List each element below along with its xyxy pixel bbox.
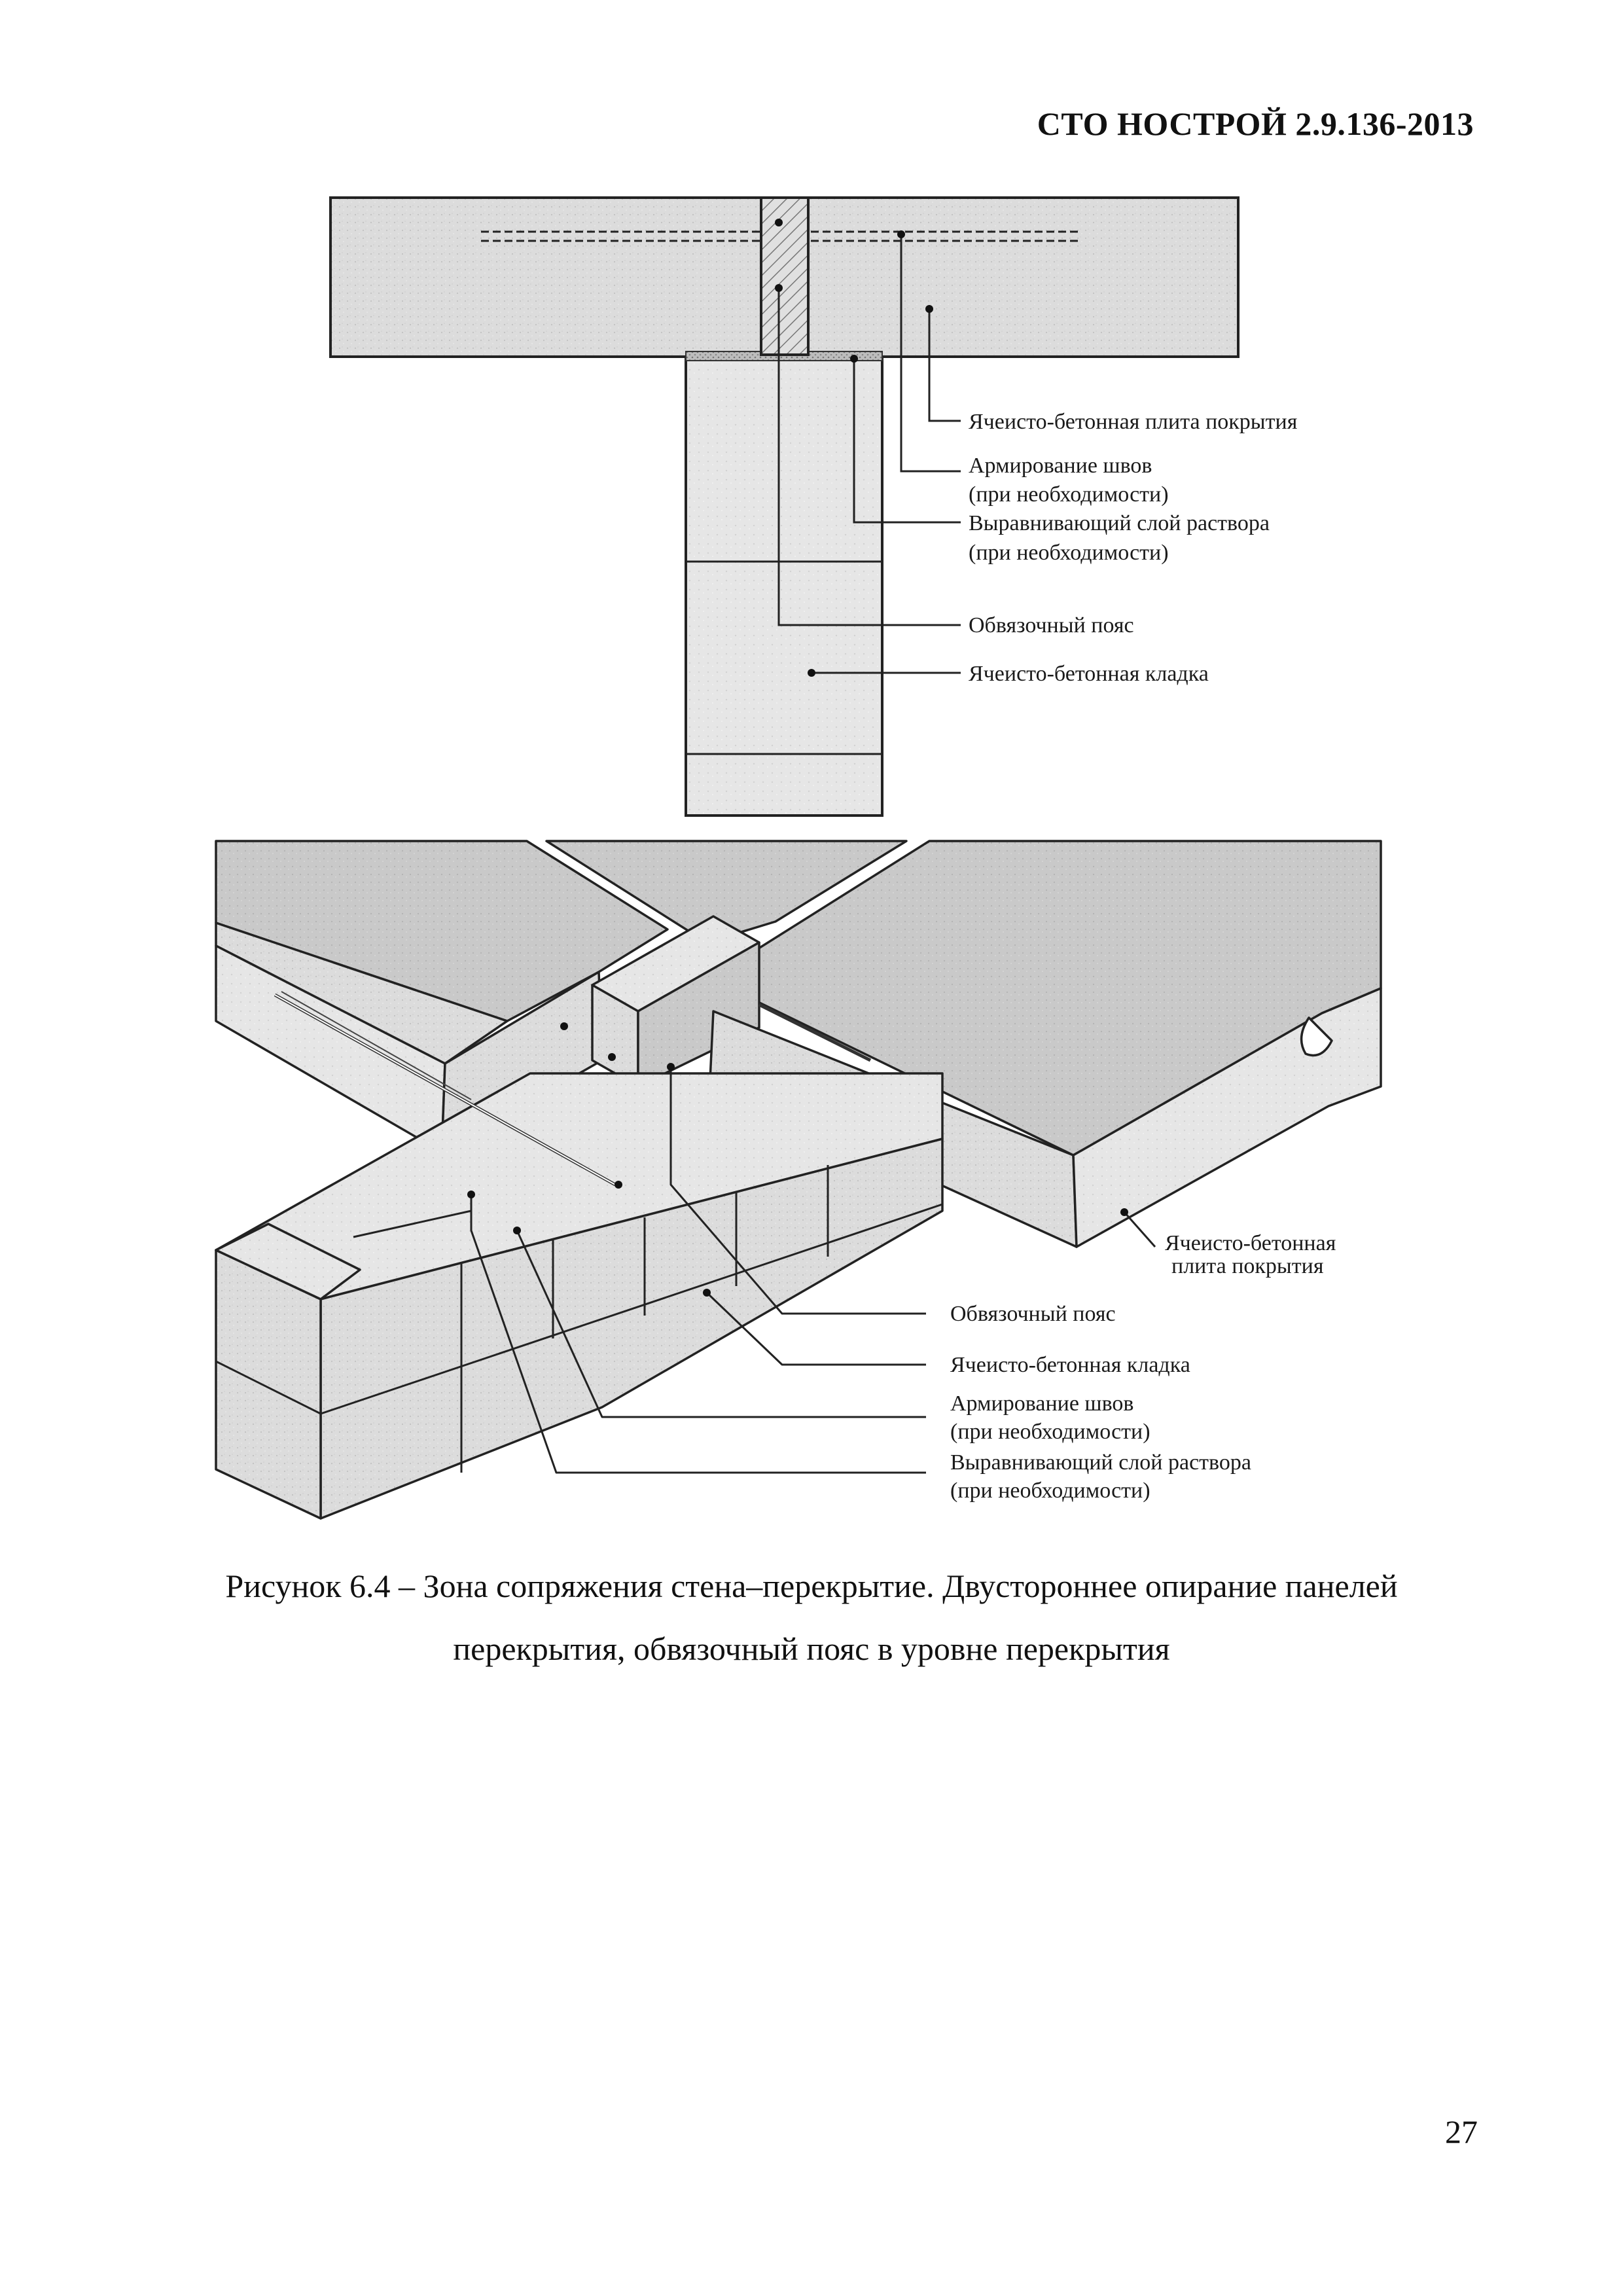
slab-right-groove (1300, 1016, 1333, 1057)
page-number: 27 (1445, 2113, 1478, 2150)
leader-ring-beam (777, 288, 961, 626)
label-masonry-top: Ячеисто-бетонная кладка (969, 662, 1209, 686)
label-ring-beam-top: Обвязочный пояс (969, 613, 1134, 637)
label-leveling-bottom: Выравнивающий слой раствора (950, 1450, 1251, 1475)
ring-beam-side (637, 941, 760, 1088)
label-leveling-note-top: (при необходимости) (969, 541, 1169, 565)
leader-leveling (853, 359, 961, 524)
label-leveling-top: Выравнивающий слой раствора (969, 511, 1270, 535)
label-slab-bottom-1: Ячеисто-бетонная (1165, 1231, 1336, 1255)
ring-beam-section (760, 196, 810, 356)
label-reinforcement-note-bottom: (при необходимости) (950, 1420, 1150, 1444)
label-ring-beam-bottom: Обвязочный пояс (950, 1302, 1116, 1326)
isometric-drawing (215, 840, 1382, 1520)
leader-bottom-reinforcement (516, 1230, 926, 1418)
label-leveling-note-bottom: (при необходимости) (950, 1479, 1150, 1503)
caption-line-1: Рисунок 6.4 – Зона сопряжения стена–пере… (225, 1568, 1398, 1604)
slab-back-middle-top (545, 840, 908, 944)
caption-line-2: перекрытия, обвязочный пояс в уровне пер… (453, 1630, 1170, 1667)
figure-caption: Рисунок 6.4 – Зона сопряжения стена–пере… (118, 1554, 1505, 1680)
leader-bottom-masonry (705, 1291, 926, 1366)
label-reinforcement-note-top: (при необходимости) (969, 482, 1169, 507)
label-reinforcement-bottom: Армирование швов (950, 1391, 1133, 1416)
label-masonry-bottom: Ячеисто-бетонная кладка (950, 1353, 1190, 1377)
masonry-end-top (215, 1223, 361, 1300)
wall-section (685, 357, 883, 817)
label-slab-bottom-2: плита покрытия (1171, 1254, 1324, 1278)
leader-slab (928, 309, 961, 422)
label-reinforcement-top: Армирование швов (969, 454, 1152, 478)
leader-reinforcement (900, 234, 961, 473)
leader-bottom-leveling (470, 1194, 926, 1474)
section-drawing: Ячеисто-бетонная плита покрытия Армирова… (329, 196, 1298, 817)
label-slab-top: Ячеисто-бетонная плита покрытия (969, 410, 1298, 434)
leader-bottom-slab (1123, 1211, 1156, 1247)
standard-code-header: СТО НОСТРОЙ 2.9.136-2013 (1037, 105, 1474, 142)
leader-bottom-ring-beam (669, 1067, 926, 1315)
